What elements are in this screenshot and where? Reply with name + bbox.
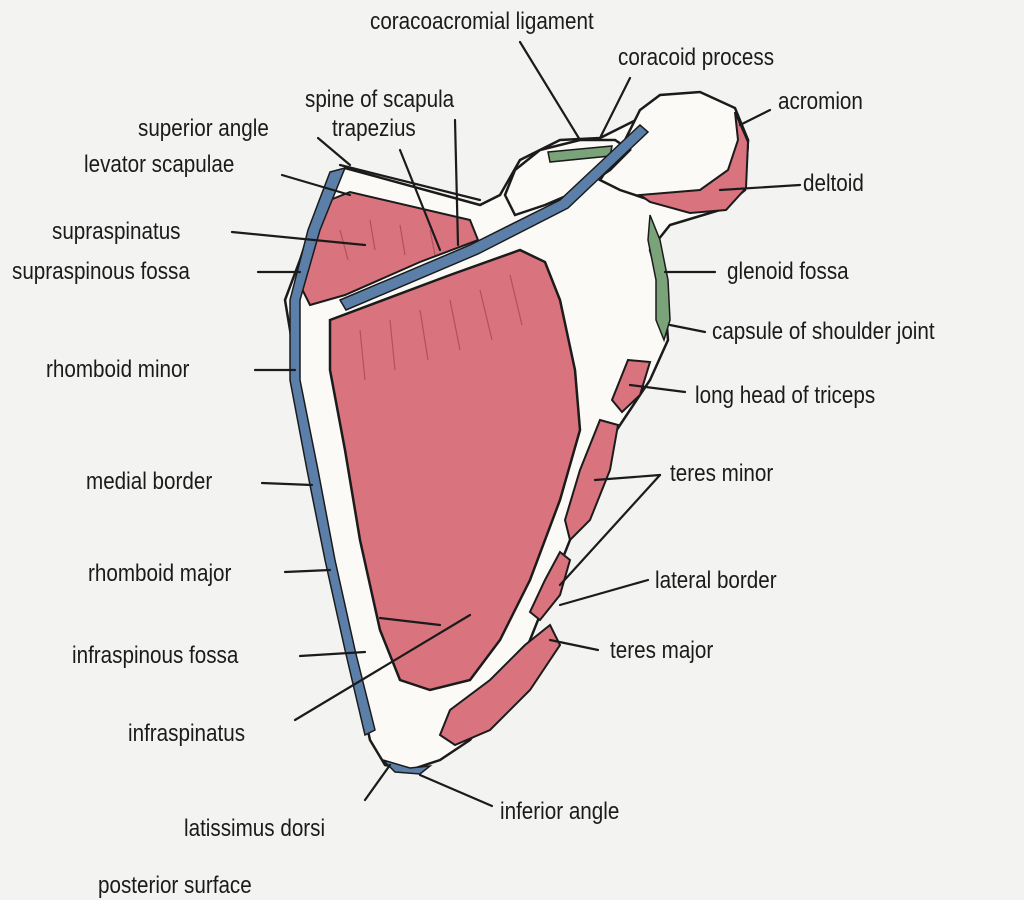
label-infraspinous-fossa: infraspinous fossa [72, 642, 238, 670]
label-rhomboid-major: rhomboid major [88, 560, 231, 588]
label-deltoid: deltoid [803, 170, 864, 198]
label-posterior-surface: posterior surface [98, 872, 252, 900]
label-coracoid-process: coracoid process [618, 44, 774, 72]
label-capsule-of-shoulder-joint: capsule of shoulder joint [712, 318, 935, 346]
label-supraspinous-fossa: supraspinous fossa [12, 258, 190, 286]
label-infraspinatus: infraspinatus [128, 720, 245, 748]
label-levator-scapulae: levator scapulae [84, 151, 234, 179]
label-teres-minor: teres minor [670, 460, 773, 488]
label-glenoid-fossa: glenoid fossa [727, 258, 849, 286]
label-lateral-border: lateral border [655, 567, 777, 595]
label-medial-border: medial border [86, 468, 212, 496]
label-acromion: acromion [778, 88, 863, 116]
label-coracoacromial-ligament: coracoacromial ligament [370, 8, 594, 36]
label-supraspinatus: supraspinatus [52, 218, 181, 246]
label-inferior-angle: inferior angle [500, 798, 619, 826]
label-spine-of-scapula: spine of scapula [305, 86, 454, 114]
label-trapezius: trapezius [332, 115, 416, 143]
label-teres-major: teres major [610, 637, 713, 665]
label-latissimus-dorsi: latissimus dorsi [184, 815, 325, 843]
label-rhomboid-minor: rhomboid minor [46, 356, 189, 384]
label-long-head-of-triceps: long head of triceps [695, 382, 875, 410]
label-superior-angle: superior angle [138, 115, 269, 143]
